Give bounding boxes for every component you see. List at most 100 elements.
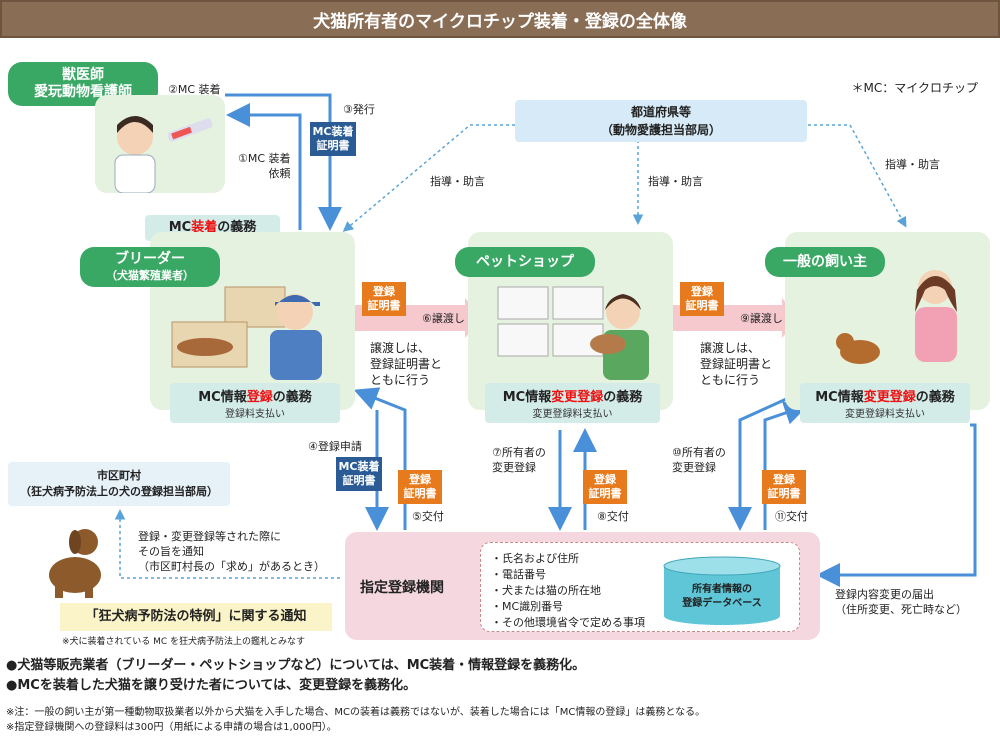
notify-line1: 登録・変更登録等された際に (138, 530, 281, 543)
reg-certificate-badge-5: 登録 証明書 (762, 470, 806, 504)
prefecture-box: 都道府県等 （動物愛護担当部局） (515, 100, 807, 142)
transfer-note-1-line1: 譲渡しは、 (370, 341, 431, 355)
notify-line3: （市区町村長の「求め」があるとき） (138, 559, 325, 573)
reg-certificate-badge-4: 登録 証明書 (583, 470, 627, 504)
owner-fee: 変更登録料支払い (845, 409, 925, 420)
database-icon (663, 556, 781, 625)
dotted-guidance-breeder (342, 124, 515, 232)
summary-bullet: ●犬猫等販売業者（ブリーダー・ペットショップなど）については、MC装着・情報登録… (6, 658, 586, 673)
petshop-label: ペットショップ (455, 247, 595, 277)
mc-duty-red: 装着 (191, 220, 218, 235)
transfer-note-1-line3: ともに行う (370, 373, 431, 388)
database-label-line1: 所有者情報の (692, 584, 752, 595)
step-10-label: ⑩所有者の 変更登録 (672, 446, 726, 476)
step-5-label: ⑤交付 (412, 510, 444, 523)
owner-duty-suffix: の義務 (915, 390, 955, 405)
step-9-label: ⑨譲渡し (740, 312, 783, 325)
mc-cert-2-line1: MC装着 (338, 459, 380, 473)
dog-illustration (49, 529, 101, 598)
summary-bullets: ●犬猫等販売業者（ブリーダー・ペットショップなど）については、MC装着・情報登録… (6, 656, 996, 696)
transfer-note-1: 譲渡しは、 登録証明書と ともに行う (370, 340, 442, 389)
breeder-label: ブリーダー （犬猫繁殖業者） (80, 247, 220, 287)
breeder-duty-prefix: MC情報 (198, 390, 247, 405)
vet-label-line1: 獣医師 (62, 66, 104, 83)
step-7-label: ⑦所有者の 変更登録 (492, 446, 546, 476)
transfer-note-2-line2: 登録証明書と (700, 357, 773, 372)
transfer-note-2-line1: 譲渡しは、 (700, 341, 761, 355)
notify-line2: その旨を通知 (138, 544, 204, 558)
registry-name: 指定登録機関 (360, 580, 444, 596)
mc-cert-2-line2: 証明書 (342, 474, 376, 487)
reg-cert-5-line2: 証明書 (767, 487, 801, 500)
reg-cert-4-line1: 登録 (594, 472, 616, 486)
mc-certificate-badge-2: MC装着 証明書 (336, 457, 382, 491)
mc-duty-prefix: MC (168, 220, 192, 235)
step-1-line1: ①MC 装着 (238, 152, 291, 165)
registry-item: ・電話番号 (491, 567, 546, 581)
owner-duty-red: 変更登録 (863, 390, 916, 405)
registry-item: ・その他環境省令で定める事項 (491, 615, 645, 629)
owner-label: 一般の飼い主 (765, 247, 885, 277)
database-label-line2: 登録データベース (682, 597, 762, 609)
reg-cert-3-line1: 登録 (409, 472, 431, 486)
prefecture-line2: （動物愛護担当部局） (600, 123, 721, 137)
step-3-label: ③発行 (343, 103, 375, 116)
step-4-label: ④登録申請 (308, 440, 362, 453)
reg-cert-2-line1: 登録 (691, 284, 713, 298)
registry-item: ・氏名および住所 (491, 552, 579, 565)
change-notice-line1: 登録内容変更の届出 (835, 588, 934, 601)
step-1-label: ①MC 装着 依頼 (238, 152, 291, 182)
petshop-duty-prefix: MC情報 (502, 390, 552, 405)
city-box: 市区町村 （狂犬病予防法上の犬の登録担当部局） (8, 462, 230, 506)
change-notice-line2: （住所変更、死亡時など） (835, 602, 967, 616)
breeder-illustration (171, 286, 322, 380)
rabies-notice: 「狂犬病予防法の特例」に関する通知 (60, 603, 332, 631)
reg-certificate-badge-3: 登録 証明書 (398, 470, 442, 504)
city-line2: （狂犬病予防法上の犬の登録担当部局） (20, 485, 218, 498)
notify-text: 登録・変更登録等された際に その旨を通知 （市区町村長の「求め」があるとき） (138, 530, 325, 575)
breeder-line2: （犬猫繁殖業者） (106, 268, 194, 282)
reg-cert-1-line1: 登録 (373, 284, 395, 298)
reg-cert-3-line2: 証明書 (403, 487, 437, 500)
page-title: 犬猫所有者のマイクロチップ装着・登録の全体像 (0, 0, 1000, 38)
mc-cert-line2: 証明書 (316, 139, 350, 152)
arrow-change-reg-2 (728, 393, 796, 531)
step-8-label: ⑧交付 (597, 510, 629, 523)
dotted-notify-city (114, 509, 340, 579)
breeder-duty-red: 登録 (246, 390, 273, 405)
step-7-line2: 変更登録 (492, 460, 536, 474)
footnote: ※注：一般の飼い主が第一種動物取扱業者以外から犬猫を入手した場合、MCの装着は義… (6, 707, 706, 718)
reg-certificate-badge-2: 登録 証明書 (680, 282, 724, 316)
step-6-label: ⑥譲渡し (422, 312, 465, 325)
owner-duty-prefix: MC情報 (815, 390, 864, 405)
mc-abbreviation-note: ＊MC：マイクロチップ (851, 81, 979, 95)
registry-item: ・犬または猫の所在地 (491, 583, 601, 597)
database-label: 所有者情報の 登録データベース (662, 583, 782, 610)
reg-cert-5-line1: 登録 (773, 472, 795, 486)
reg-cert-2-line2: 証明書 (685, 299, 719, 312)
step-2-label: ②MC 装着 (168, 83, 221, 96)
rabies-note: ※犬に装着されている MC を狂犬病予防法上の鑑札とみなす (62, 637, 306, 647)
owner-illustration (836, 270, 957, 364)
mc-duty-suffix: の義務 (217, 220, 257, 235)
dotted-guidance-owner (808, 124, 907, 228)
guidance-label-petshop: 指導・助言 (648, 175, 703, 188)
step-10-line1: ⑩所有者の (672, 446, 726, 459)
step-1-line2: 依頼 (268, 166, 291, 180)
prefecture-line1: 都道府県等 (630, 105, 691, 119)
vet-illustration-box (95, 95, 225, 194)
transfer-note-2: 譲渡しは、 登録証明書と ともに行う (700, 340, 772, 389)
arrow-change-notice (816, 423, 977, 587)
guidance-label-owner: 指導・助言 (885, 158, 940, 171)
step-7-line1: ⑦所有者の (492, 446, 546, 459)
breeder-duty: MC情報登録の義務 登録料支払い (170, 383, 340, 423)
petshop-duty-red: 変更登録 (551, 390, 604, 405)
change-notice-label: 登録内容変更の届出 （住所変更、死亡時など） (835, 588, 967, 618)
petshop-duty-suffix: の義務 (603, 390, 643, 405)
vet-illustration (114, 116, 213, 194)
reg-cert-1-line2: 証明書 (367, 299, 401, 312)
registry-item: ・MC識別番号 (491, 599, 564, 613)
breeder-fee: 登録料支払い (225, 409, 285, 420)
petshop-illustration (497, 286, 649, 380)
mc-cert-line1: MC装着 (312, 124, 354, 138)
